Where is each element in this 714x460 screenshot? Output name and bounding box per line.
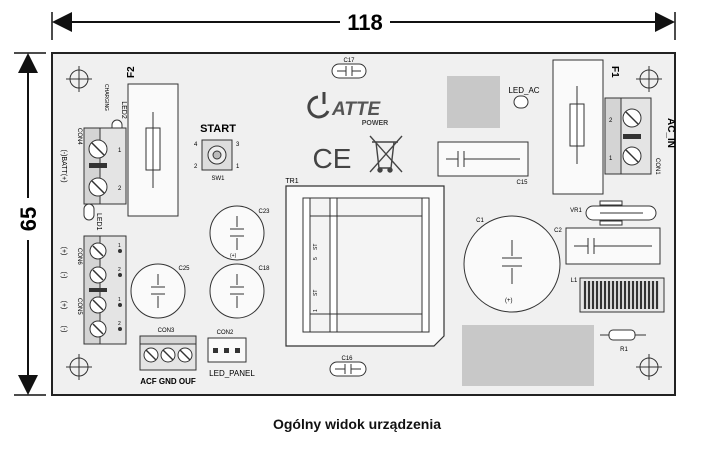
led-ac: LED_AC: [508, 86, 540, 109]
width-label: 118: [347, 10, 383, 35]
c23-label: C23: [258, 209, 270, 215]
con3-pins-label: ACF GND OUF: [140, 377, 196, 386]
con2-connector: CON2 LED_PANEL: [207, 330, 255, 378]
con1-label: CON1: [654, 158, 660, 175]
sw1-label: SW1: [211, 176, 225, 182]
con5-pin1: 1: [118, 297, 121, 303]
tr1-pin1: 1: [313, 309, 319, 312]
pcb-diagram: 118 65 F2 LED2 CHARGING CON4 (-)BA: [14, 10, 676, 396]
con3-terminal: CON3 ACF GND OUF: [139, 328, 197, 386]
transformer-tr1: TR1 ST 5 ST 1: [285, 178, 445, 347]
c1-label: C1: [476, 218, 484, 224]
grey-pad-top: [447, 76, 500, 128]
resistor-r1: R1: [600, 329, 646, 353]
led1: LED1: [83, 203, 102, 231]
grey-pad-bottom: [462, 325, 594, 386]
led-panel-label: LED_PANEL: [209, 369, 255, 378]
capacitor-c23: (+) C23: [209, 205, 270, 261]
height-dimension: 65: [14, 52, 46, 396]
con6-plus: (+): [60, 247, 67, 256]
c25-label: C25: [178, 266, 190, 272]
start-label: START: [200, 123, 236, 135]
con1-pin1: 1: [609, 156, 613, 162]
con5-plus: (+): [60, 301, 67, 310]
tr1-st-bottom: ST: [313, 290, 319, 296]
con2-label: CON2: [217, 330, 234, 336]
vr1-label: VR1: [570, 208, 582, 214]
con5-pin2: 2: [118, 321, 121, 327]
tr1-label: TR1: [285, 178, 298, 185]
con3-label: CON3: [158, 328, 175, 334]
fuse-f1: F1: [552, 59, 620, 195]
led-ac-label: LED_AC: [508, 86, 539, 95]
tr1-pin5: 5: [313, 257, 319, 260]
con5-label: CON5: [76, 298, 82, 315]
con5-minus: (-): [60, 326, 67, 333]
figure-caption: Ogólny widok urządzenia: [272, 416, 442, 432]
inductor-l1: L1: [571, 277, 665, 313]
atte-logo: ATTE POWER: [307, 92, 388, 127]
height-label: 65: [16, 207, 41, 231]
brand-name: ATTE: [331, 99, 382, 120]
c16-label: C16: [341, 356, 353, 362]
ac-in-label: AC_IN: [665, 118, 676, 148]
sw1-pin1: 1: [236, 164, 240, 170]
fuse-f2: F2: [126, 66, 179, 217]
varistor-vr1: VR1: [570, 200, 657, 226]
con6-label: CON6: [76, 248, 82, 265]
mounting-holes: [66, 66, 662, 380]
batt-label: (-)BATT(+): [60, 149, 67, 182]
con6-pin1: 1: [118, 243, 121, 249]
capacitor-c17: C17: [331, 58, 367, 79]
capacitor-c2: C2: [554, 227, 661, 265]
width-dimension: 118: [51, 10, 676, 40]
tr1-st-top: ST: [313, 244, 319, 250]
c23-plus: (+): [230, 253, 237, 259]
con1-terminal: 2 1 CON1 AC_IN: [604, 97, 676, 175]
c18-label: C18: [258, 266, 270, 272]
capacitor-c25: C25: [130, 263, 190, 319]
capacitor-c15: C15: [437, 141, 529, 186]
weee-bin-icon: [369, 135, 403, 173]
con6-con5-terminal: 1 2 1 2 CON6 CON5 (+) (-) (+) (-): [60, 235, 127, 345]
c1-plus: (+): [505, 298, 513, 304]
led1-label: LED1: [95, 213, 102, 231]
capacitor-c18: C18: [209, 263, 270, 319]
charging-label: CHARGING: [103, 84, 109, 111]
con6-pin2: 2: [118, 267, 121, 273]
f1-label: F1: [609, 66, 620, 78]
c17-label: C17: [343, 58, 355, 64]
con4-pin2: 2: [118, 186, 122, 192]
con1-pin2: 2: [609, 118, 613, 124]
r1-label: R1: [620, 347, 628, 353]
sw1-pin3: 3: [236, 142, 240, 148]
c2-label: C2: [554, 228, 562, 234]
led2-label: LED2: [120, 101, 127, 119]
brand-sub: POWER: [362, 120, 388, 127]
l1-label: L1: [571, 278, 578, 284]
start-switch: START 4 3 2 1 SW1: [194, 123, 240, 182]
con4-pin1: 1: [118, 148, 122, 154]
f2-label: F2: [126, 66, 137, 78]
capacitor-c1: (+) C1: [463, 215, 561, 313]
con4-terminal: CON4 (-)BATT(+) 1 2: [60, 127, 127, 205]
con6-minus: (-): [60, 272, 67, 279]
c15-label: C15: [516, 180, 528, 186]
con4-label: CON4: [76, 128, 82, 145]
sw1-pin2: 2: [194, 164, 198, 170]
ce-mark: CE: [313, 143, 352, 174]
sw1-pin4: 4: [194, 142, 198, 148]
capacitor-c16: C16: [329, 356, 367, 377]
